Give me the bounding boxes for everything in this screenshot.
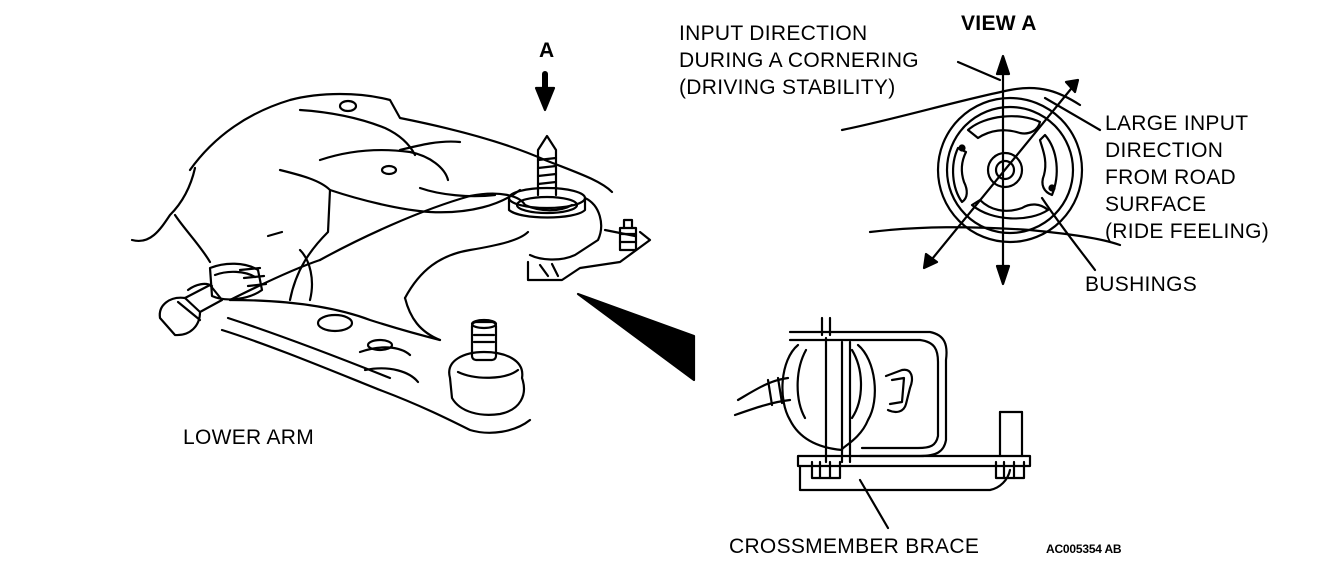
vehicle-body-outline	[130, 92, 614, 302]
bushing-view-a	[840, 54, 1122, 286]
input-direction-line-2: DURING A CORNERING	[679, 49, 919, 72]
input-direction-line-1: INPUT DIRECTION	[679, 22, 868, 45]
view-arrow-label: A	[539, 39, 555, 62]
lower-arm-label: LOWER ARM	[183, 426, 315, 449]
ball-joint	[448, 318, 526, 416]
large-input-line-5: (RIDE FEELING)	[1105, 220, 1270, 243]
stud-bolt	[507, 134, 587, 219]
input-direction-line-3: (DRIVING STABILITY)	[679, 76, 896, 99]
large-input-label: LARGE INPUT DIRECTION FROM ROAD SURFACE …	[1105, 110, 1269, 245]
callout-pointer	[576, 292, 696, 382]
large-input-line-1: LARGE INPUT	[1105, 112, 1249, 135]
view-a-title: VIEW A	[961, 12, 1037, 35]
bushings-label: BUSHINGS	[1085, 273, 1198, 296]
bushing-section-view	[733, 316, 1032, 530]
large-input-line-3: FROM ROAD	[1105, 166, 1237, 189]
large-input-line-4: SURFACE	[1105, 193, 1207, 216]
view-a-arrow	[534, 71, 556, 112]
input-direction-label: INPUT DIRECTION DURING A CORNERING (DRIV…	[679, 20, 919, 101]
mount-bracket	[526, 196, 652, 282]
large-input-line-2: DIRECTION	[1105, 139, 1224, 162]
figure-code: AC005354 AB	[1046, 542, 1122, 556]
lower-arm	[158, 192, 532, 434]
crossmember-brace-label: CROSSMEMBER BRACE	[729, 535, 980, 558]
